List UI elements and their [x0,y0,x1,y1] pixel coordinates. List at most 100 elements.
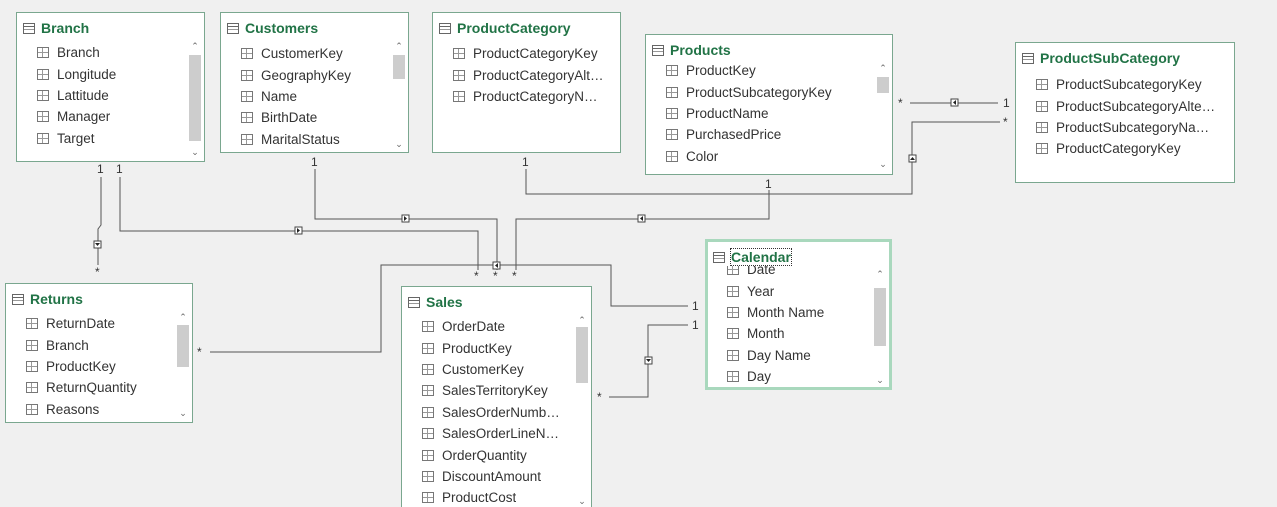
field-item[interactable]: Name [241,86,390,107]
field-label: PurchasedPrice [686,127,782,143]
table-header[interactable]: ProductSubCategory [1022,50,1180,66]
scroll-down-icon[interactable]: ⌄ [578,496,586,506]
scrollbar[interactable]: ⌃ ⌄ [876,62,890,170]
field-item[interactable]: ProductSubcategoryKey [1036,74,1226,95]
field-item[interactable]: Branch [37,42,186,63]
field-item[interactable]: SalesOrderLineN… [422,423,573,444]
scroll-thumb[interactable] [576,327,588,383]
table-card-branch[interactable]: Branch Branch Longitude Lattitude Manage… [16,12,205,162]
field-item[interactable]: ProductName [666,103,874,124]
field-item[interactable]: ProductSubcategoryAlte… [1036,95,1226,116]
cardinality-one: 1 [116,162,123,176]
field-item[interactable]: Longitude [37,63,186,84]
field-list[interactable]: ProductKey ProductSubcategoryKey Product… [666,60,874,170]
scroll-down-icon[interactable]: ⌄ [395,139,403,149]
scrollbar[interactable]: ⌃ ⌄ [873,268,887,386]
field-item[interactable]: MaritalStatus [241,129,390,150]
table-card-customers[interactable]: Customers CustomerKey GeographyKey Name … [220,12,409,153]
field-item[interactable]: DiscountAmount [422,466,573,487]
field-item[interactable]: CustomerKey [241,43,390,64]
relationship-line-productcategory-productsubcategory[interactable] [525,121,1000,195]
field-item[interactable]: Target [37,128,186,149]
table-header[interactable]: Sales [408,294,463,310]
scroll-down-icon[interactable]: ⌄ [879,159,887,169]
table-header[interactable]: Calendar [713,248,792,266]
field-label: ProductSubcategoryNa… [1056,119,1210,135]
table-header[interactable]: ProductCategory [439,20,571,36]
field-item[interactable]: Reasons [26,399,174,420]
table-header[interactable]: Returns [12,291,83,307]
table-card-calendar[interactable]: Calendar Date Year Month Name Month Day … [705,239,892,390]
table-card-returns[interactable]: Returns ReturnDate Branch ProductKey Ret… [5,283,193,423]
field-item[interactable]: CustomerKey [422,359,573,380]
scroll-thumb[interactable] [177,325,189,367]
field-item[interactable]: ProductKey [422,337,573,358]
field-item[interactable]: SalesTerritoryKey [422,380,573,401]
scroll-down-icon[interactable]: ⌄ [876,375,884,385]
field-label: CustomerKey [261,46,343,62]
field-item[interactable]: ReturnQuantity [26,377,174,398]
field-item[interactable]: ReturnDate [26,313,174,334]
field-item[interactable]: ProductKey [26,356,174,377]
relationship-line-branch-returns[interactable] [97,177,102,265]
field-item[interactable]: ProductSubcategoryNa… [1036,117,1226,138]
field-item[interactable]: ProductKey [666,60,874,81]
field-item[interactable]: ProductCategoryN… [453,86,612,107]
field-item[interactable]: GeographyKey [241,64,390,85]
field-item[interactable]: Lattitude [37,85,186,106]
field-item[interactable]: Day Name [727,345,871,366]
field-list[interactable]: Branch Longitude Lattitude Manager Targe… [37,42,186,160]
scroll-down-icon[interactable]: ⌄ [191,147,199,157]
field-item[interactable]: ProductCategoryKey [1036,138,1226,159]
field-list[interactable]: ProductCategoryKey ProductCategoryAlt… P… [453,43,612,113]
field-item[interactable]: OrderDate [422,316,573,337]
field-item[interactable]: PurchasedPrice [666,124,874,145]
scroll-up-icon[interactable]: ⌃ [179,312,187,322]
table-card-productsubcategory[interactable]: ProductSubCategory ProductSubcategoryKey… [1015,42,1235,183]
table-card-products[interactable]: Products ProductKey ProductSubcategoryKe… [645,34,893,175]
scroll-down-icon[interactable]: ⌄ [179,408,187,418]
field-item[interactable]: Year [727,280,871,301]
column-icon [1036,79,1048,91]
field-item[interactable]: Color [666,146,874,167]
field-list[interactable]: OrderDate ProductKey CustomerKey SalesTe… [422,316,573,507]
column-icon [422,406,434,418]
relationship-line-branch-sales[interactable] [119,177,479,270]
scroll-up-icon[interactable]: ⌃ [395,41,403,51]
table-header[interactable]: Customers [227,20,318,36]
field-item[interactable]: Month [727,323,871,344]
field-list[interactable]: CustomerKey GeographyKey Name BirthDate … [241,43,390,151]
table-card-productcategory[interactable]: ProductCategory ProductCategoryKey Produ… [432,12,621,153]
scrollbar[interactable]: ⌃ ⌄ [575,314,589,507]
scrollbar[interactable]: ⌃ ⌄ [188,40,202,158]
field-item[interactable]: Day [727,366,871,386]
field-item[interactable]: ProductCost [422,487,573,507]
field-list[interactable]: Date Year Month Name Month Day Name Day [727,266,871,386]
field-item[interactable]: Month Name [727,302,871,323]
scroll-up-icon[interactable]: ⌃ [578,315,586,325]
table-header[interactable]: Products [652,42,731,58]
field-list[interactable]: ProductSubcategoryKey ProductSubcategory… [1036,74,1226,164]
scrollbar[interactable]: ⌃ ⌄ [176,311,190,419]
scroll-up-icon[interactable]: ⌃ [191,41,199,51]
scroll-thumb[interactable] [877,77,889,93]
field-item[interactable]: OrderQuantity [422,444,573,465]
field-item[interactable]: ProductCategoryAlt… [453,64,612,85]
field-item[interactable]: ProductCategoryKey [453,43,612,64]
field-item[interactable]: Manager [37,106,186,127]
scroll-thumb[interactable] [189,55,201,141]
scroll-up-icon[interactable]: ⌃ [876,269,884,279]
table-card-sales[interactable]: Sales OrderDate ProductKey CustomerKey S… [401,286,592,507]
field-label: Day Name [747,347,811,363]
field-item[interactable]: Branch [26,334,174,355]
scroll-thumb[interactable] [874,288,886,346]
field-item[interactable]: SalesOrderNumb… [422,402,573,423]
field-list[interactable]: ReturnDate Branch ProductKey ReturnQuant… [26,313,174,421]
table-header[interactable]: Branch [23,20,89,36]
scrollbar[interactable]: ⌃ ⌄ [392,40,406,150]
field-item[interactable]: ProductSubcategoryKey [666,81,874,102]
field-item[interactable]: BirthDate [241,107,390,128]
scroll-thumb[interactable] [393,55,405,79]
field-item[interactable]: Date [727,266,871,280]
scroll-up-icon[interactable]: ⌃ [879,63,887,73]
